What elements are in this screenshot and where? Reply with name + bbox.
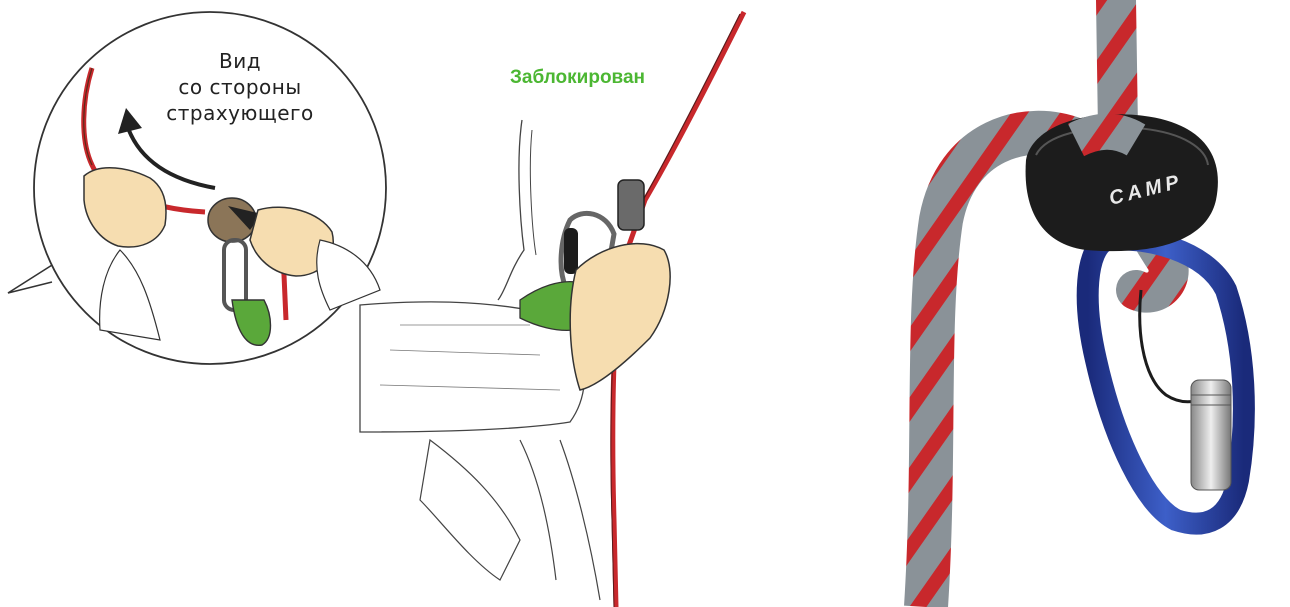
- screw-gate: [1191, 380, 1231, 490]
- belay-illustration: [0, 0, 760, 607]
- belay-device-photo: CAMP: [846, 0, 1290, 607]
- inset-caption: Вид со стороны страхующего: [140, 48, 340, 126]
- belayer-figure: [360, 12, 744, 607]
- inset-caption-line-1: Вид: [140, 48, 340, 74]
- inset-caption-line-3: страхующего: [140, 100, 340, 126]
- photo-panel: CAMP: [846, 0, 1290, 607]
- illustration-panel: Вид со стороны страхующего Заблокирован: [0, 0, 760, 607]
- locked-status-label: Заблокирован: [510, 67, 645, 89]
- inset-caption-line-2: со стороны: [140, 74, 340, 100]
